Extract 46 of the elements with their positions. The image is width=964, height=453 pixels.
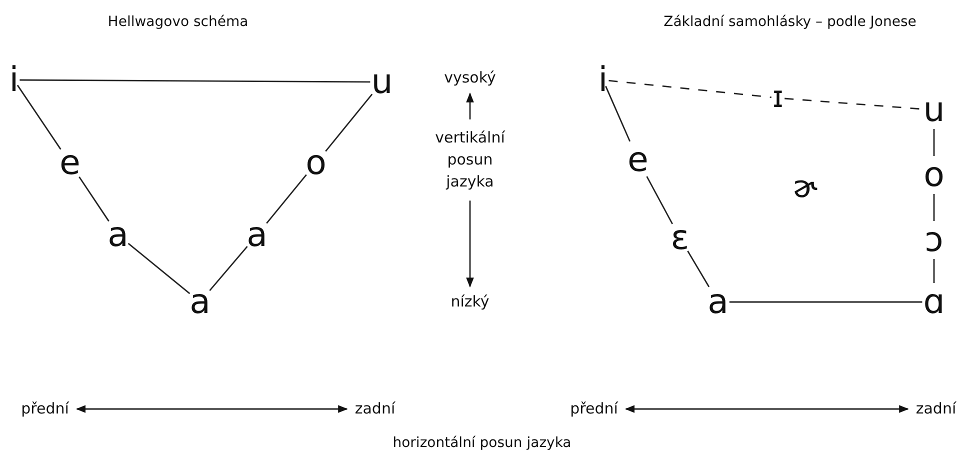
connector-line (608, 80, 772, 98)
vowel-symbol: a (108, 218, 128, 252)
connector-line (78, 176, 110, 222)
connector-line (20, 79, 370, 83)
arrow (76, 405, 348, 413)
vowel-symbol: u (923, 93, 945, 127)
vowel-symbol: a (190, 285, 210, 319)
connector-line (128, 242, 190, 294)
connector-line (325, 94, 373, 152)
vowel-symbol: a (708, 285, 728, 319)
vowel-symbol: o (924, 158, 944, 192)
connector-line (209, 246, 248, 292)
vowel-symbol: a (246, 218, 268, 252)
axis-label: zadní (916, 402, 956, 416)
vowel-symbol: ɪ (772, 83, 784, 113)
vowel-symbol: e (60, 146, 80, 180)
connector-line (729, 301, 922, 303)
connector-line (933, 129, 935, 156)
connector-line (933, 194, 935, 221)
vowel-symbol: ɚ (792, 173, 818, 203)
arrow (466, 92, 474, 120)
axis-caption: horizontální posun jazyka (392, 435, 572, 451)
vowel-symbol: e (628, 143, 648, 177)
axis-label: vertikální posun jazyka (425, 127, 515, 193)
axis-label: zadní (354, 402, 396, 416)
connector-line (687, 250, 710, 288)
connector-line (933, 259, 935, 283)
axis-label: nízký (450, 294, 490, 310)
vowel-symbol: o (306, 146, 326, 180)
vowel-symbol: ɑ (923, 285, 945, 319)
vowel-symbol: ɔ (924, 223, 944, 257)
arrow (624, 405, 909, 413)
vowel-symbol: ɛ (670, 221, 690, 255)
vowel-symbol: u (371, 65, 393, 99)
vowel-symbol: i (9, 63, 19, 97)
axis-label: přední (570, 402, 618, 416)
arrow (466, 200, 474, 288)
connector-line (646, 176, 674, 224)
chart-heading: Základní samohlásky – podle Jonese (664, 14, 916, 30)
connector-line (266, 174, 307, 224)
connector-line (16, 84, 62, 150)
vowel-symbol: i (598, 63, 608, 97)
axis-label: vysoký (444, 70, 496, 86)
chart-heading: Hellwagovo schéma (108, 14, 248, 30)
connector-line (605, 86, 631, 142)
axis-label: přední (21, 402, 69, 416)
